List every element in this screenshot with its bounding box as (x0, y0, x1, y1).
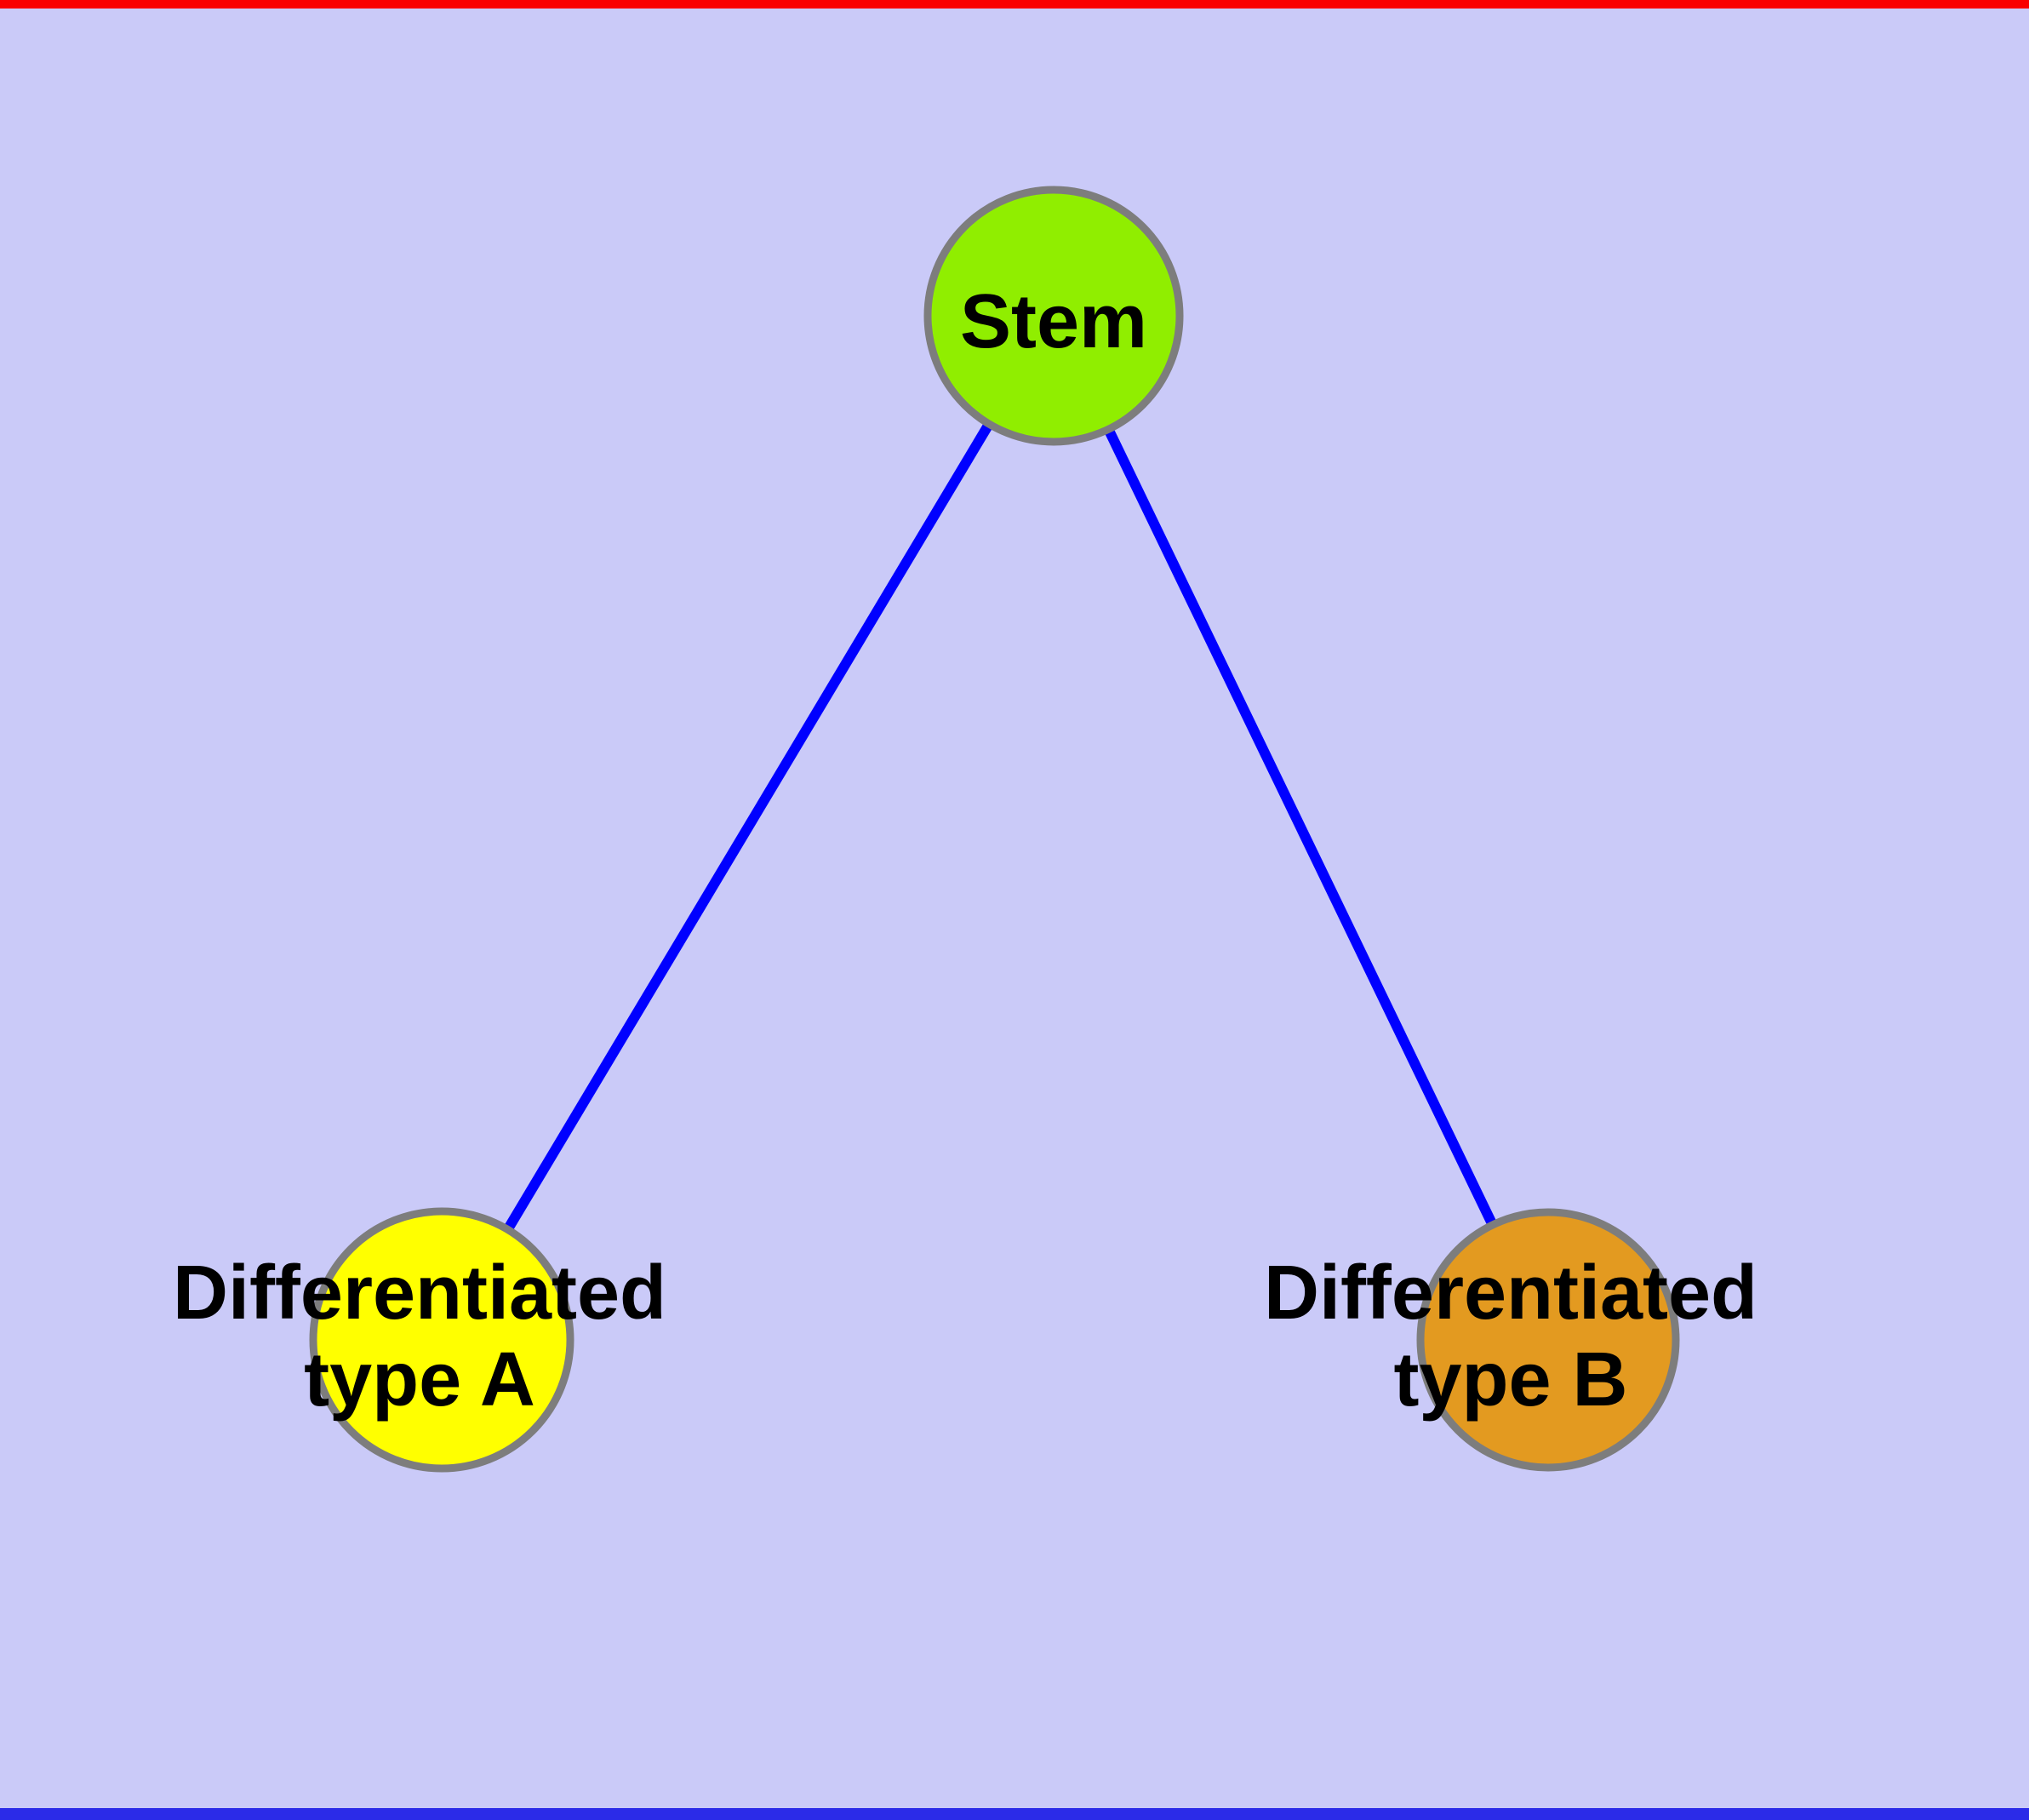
edge-stem-to-type-a (437, 312, 1059, 1343)
bottom-edge-bar (0, 1808, 2029, 1820)
node-stem-label: Stem (960, 279, 1147, 364)
node-stem-circle (923, 186, 1184, 446)
node-type-b-label-line2: type B (1393, 1337, 1627, 1422)
edge-stem-to-type-b (1049, 313, 1553, 1342)
node-type-b-circle (1416, 1208, 1680, 1472)
node-type-a-label-line1: Differentiated (173, 1251, 666, 1336)
node-type-b-label-line1: Differentiated (1264, 1251, 1758, 1336)
node-type-a-label-line2: type A (304, 1337, 535, 1422)
node-type-a-circle (309, 1207, 574, 1473)
top-edge-bar (0, 0, 2029, 9)
